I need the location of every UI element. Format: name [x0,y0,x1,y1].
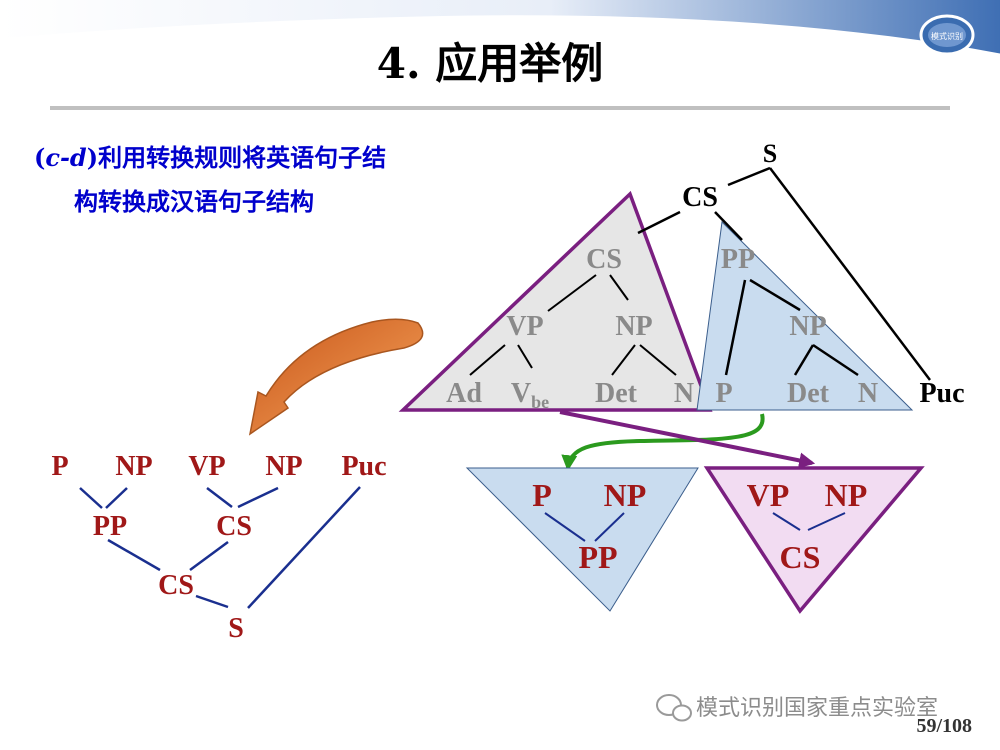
watermark: 模式识别国家重点实验室 [656,694,938,722]
chinese-node-pp: PP [93,511,127,542]
cs-subtree-edges [469,274,677,376]
chinese-node-np1: NP [115,451,152,482]
chinese-node-vp: VP [188,451,225,482]
english-leaf-n-right: N [858,378,878,409]
english-leaf-v: Vbe [511,378,549,412]
english-parse-tree: S CS CS VP NP PP NP Ad Vbe Det N P Det N… [398,139,965,412]
pp-rule-np: NP [604,477,647,513]
transform-curved-arrow [248,318,424,436]
english-leaf-det-right: Det [787,378,830,409]
cs-rule-np: NP [825,477,868,513]
pp-rule-box: P NP PP [465,467,699,612]
english-node-np-left: NP [615,311,652,342]
chinese-node-puc: Puc [341,451,386,482]
cs-rule-cs: CS [780,539,821,575]
pp-subtree-triangle [696,220,914,411]
english-tree-edges [637,166,931,381]
english-node-cs-top: CS [682,182,718,213]
watermark-text: 模式识别国家重点实验室 [696,696,938,721]
english-node-cs-inner: CS [586,244,622,275]
chinese-node-p: P [51,451,68,482]
logo-text: 模式识别 [931,31,963,41]
cs-subtree-triangle [398,190,713,412]
intro-line-1: (c-d)利用转换规则将英语句子结 [34,143,386,172]
english-leaf-det-left: Det [595,378,638,409]
english-leaf-ad: Ad [446,378,482,409]
header-decoration [0,0,1000,57]
page-number: 59/108 [916,715,972,737]
chinese-node-cs-inner: CS [216,511,252,542]
cs-rule-box: VP NP CS [703,466,925,614]
english-node-np-right: NP [789,311,826,342]
intro-line-2: 构转换成汉语句子结构 [74,187,314,216]
pp-transform-arrow [561,413,765,472]
english-node-pp: PP [721,244,755,275]
cs-transform-arrow [559,410,816,469]
pp-rule-edges [544,512,625,542]
english-node-s: S [763,139,777,168]
pp-rule-pp: PP [578,539,617,575]
institute-logo: 模式识别 [919,14,975,56]
english-node-vp: VP [506,311,543,342]
cs-rule-vp: VP [747,477,790,513]
wechat-icon [656,694,692,722]
cs-rule-triangle [703,466,925,614]
chinese-tree-edges [79,486,361,609]
chinese-parse-tree: P NP VP NP Puc PP CS CS S [51,451,386,644]
english-leaf-p: P [715,378,732,409]
english-leaf-n-left: N [674,378,694,409]
slide-title: 4. 应用举例 [377,39,603,88]
chinese-node-cs-outer: CS [158,570,194,601]
cs-rule-edges [772,512,846,531]
english-leaf-puc: Puc [919,378,964,409]
pp-rule-p: P [532,477,552,513]
chinese-node-s: S [228,613,244,644]
chinese-node-np2: NP [265,451,302,482]
